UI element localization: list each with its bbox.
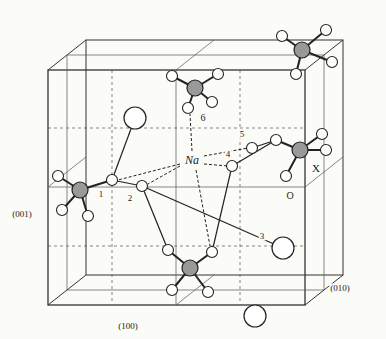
atom-label: 6: [200, 113, 207, 123]
atom-label: 3: [259, 232, 266, 241]
atom-label: Na: [184, 154, 200, 166]
atom-label: 5: [239, 130, 246, 139]
atom-label: 4: [225, 150, 232, 159]
plane-label: (001): [11, 210, 33, 219]
atom-label: 1: [98, 190, 105, 199]
atom-label: O: [285, 191, 294, 201]
plane-label: (100): [117, 322, 139, 331]
atom-label: 2: [127, 194, 134, 203]
plane-label: (010): [329, 284, 351, 293]
atom-label: X: [311, 163, 321, 174]
